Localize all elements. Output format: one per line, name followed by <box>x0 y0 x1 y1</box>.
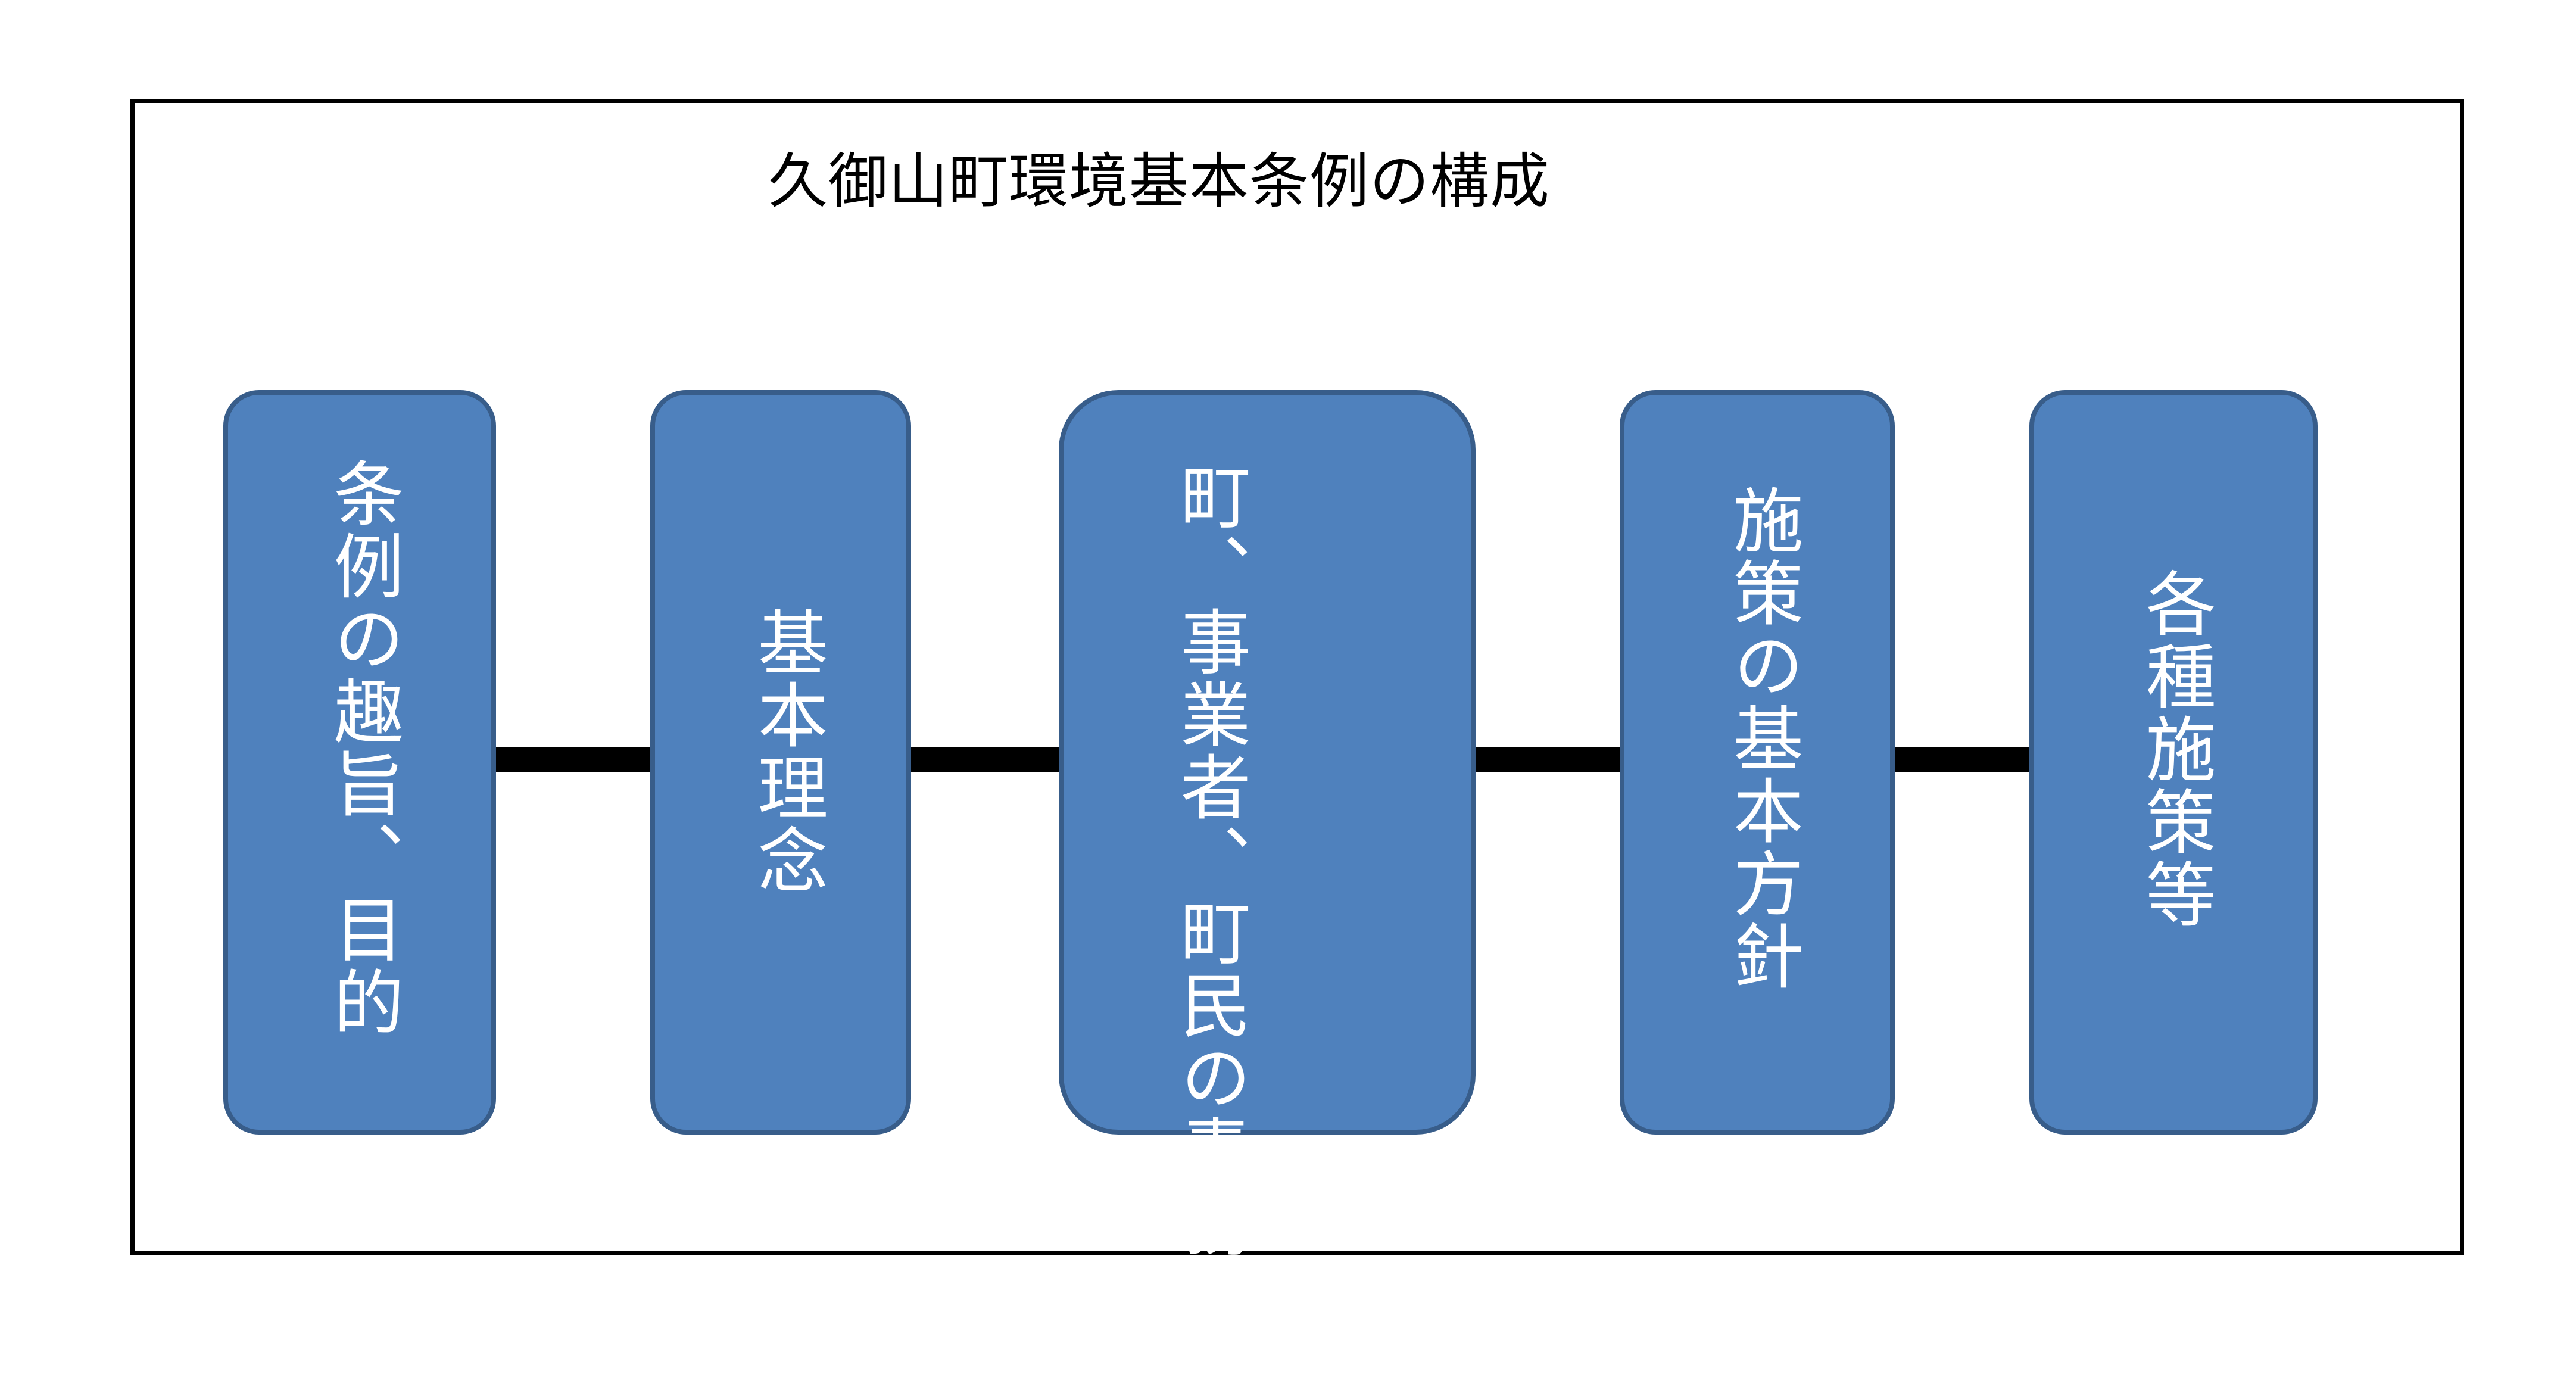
connector-4-5 <box>1891 747 2034 772</box>
connector-3-4 <box>1471 747 1626 772</box>
connector-1-2 <box>494 747 654 772</box>
box-purpose: 条例の趣旨、目的 <box>223 390 496 1135</box>
box-measures: 各種施策等 <box>2029 390 2318 1135</box>
box-responsibilities-label: 町、事業者、町民の責務等 <box>1168 460 1251 1332</box>
diagram-title: 久御山町環境基本条例の構成 <box>768 147 1550 216</box>
box-basic-principles-label: 基本理念 <box>746 606 828 897</box>
box-purpose-label: 条例の趣旨、目的 <box>322 457 404 1039</box>
box-policy-direction-label: 施策の基本方針 <box>1721 484 1804 993</box>
box-policy-direction: 施策の基本方針 <box>1620 390 1895 1135</box>
box-responsibilities: 町、事業者、町民の責務等 <box>1059 390 1476 1332</box>
connector-2-3 <box>908 747 1063 772</box>
box-measures-label: 各種施策等 <box>2134 568 2216 931</box>
box-basic-principles: 基本理念 <box>650 390 911 1135</box>
